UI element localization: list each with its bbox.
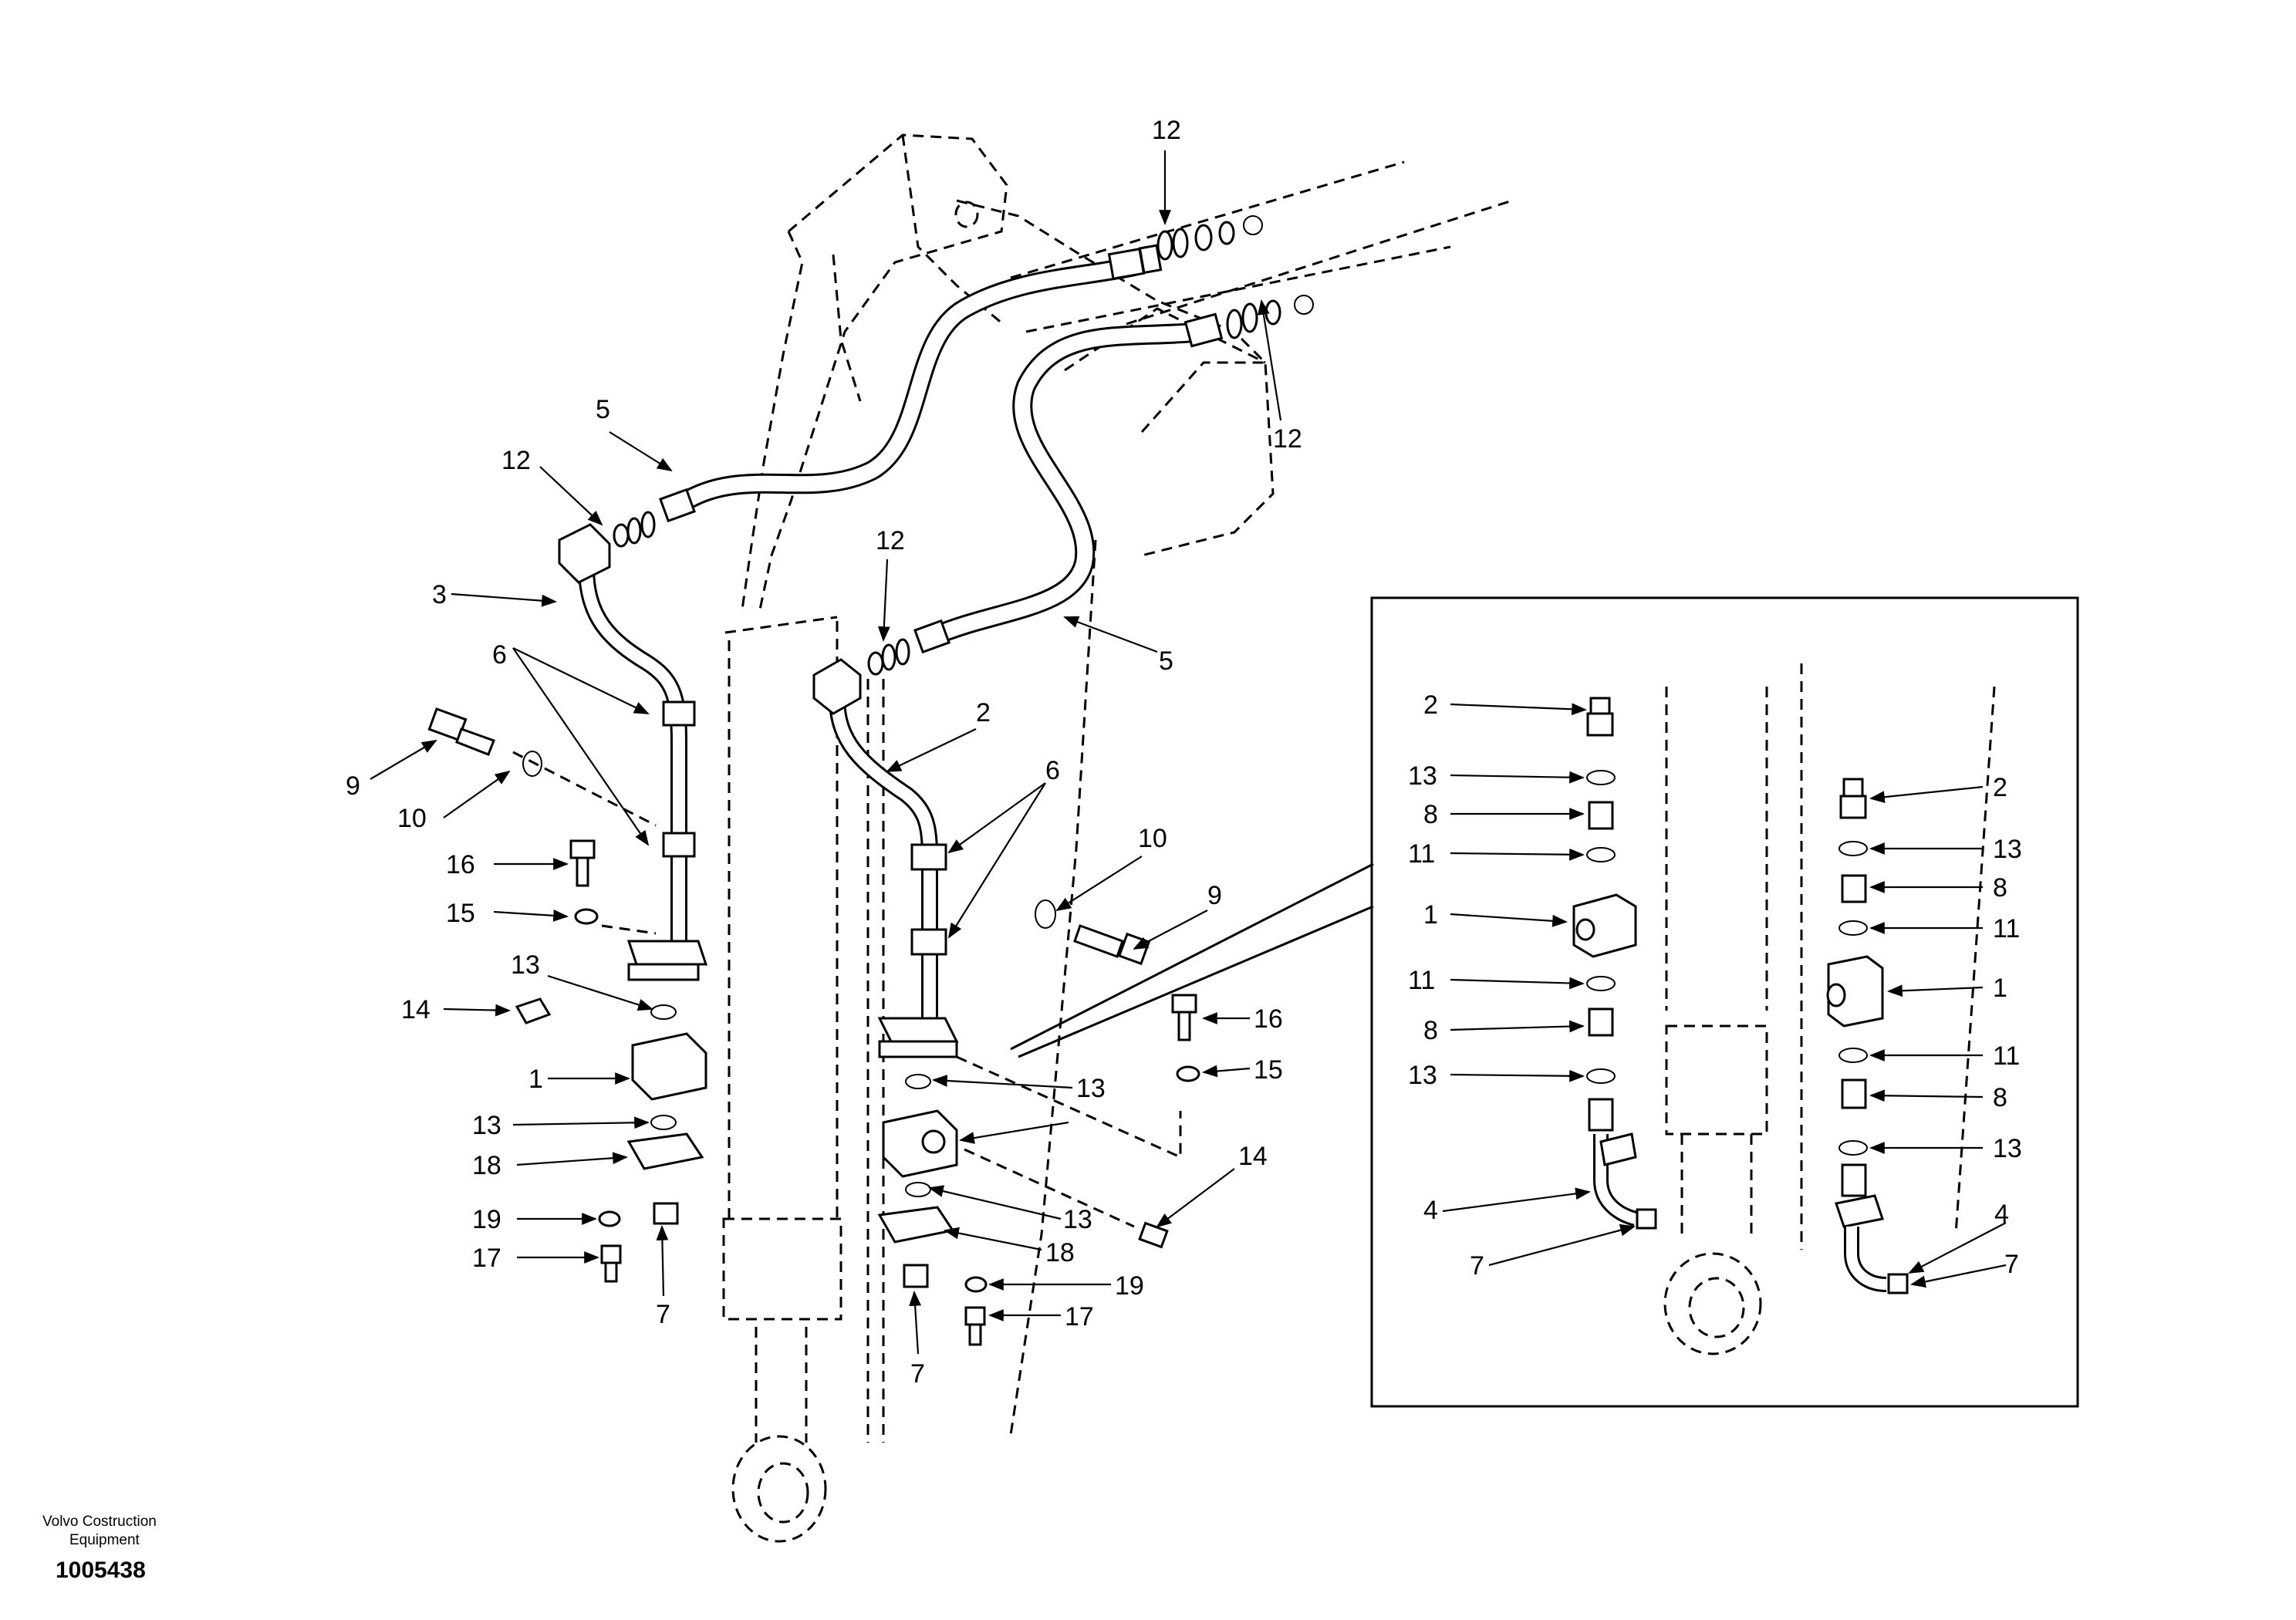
callout-14: 14 <box>401 995 430 1024</box>
inset-left-callout-8: 8 <box>1423 1016 1438 1045</box>
callout-9: 9 <box>1207 881 1222 910</box>
callout-12: 12 <box>1273 424 1302 454</box>
inset-right-callout-11: 11 <box>1993 914 2020 943</box>
inset-left-callout-13: 13 <box>1408 1061 1437 1090</box>
callout-13: 13 <box>472 1111 501 1140</box>
inset-right-callout-1: 1 <box>1993 974 2007 1003</box>
callout-2: 2 <box>976 698 991 727</box>
callout-18: 18 <box>1045 1238 1075 1267</box>
callout-10: 10 <box>1138 824 1167 853</box>
callout-12: 12 <box>1152 116 1181 145</box>
hose-upper <box>659 244 1163 523</box>
callout-17: 17 <box>1065 1302 1094 1331</box>
callout-5: 5 <box>596 395 610 424</box>
inset-left-callout-7: 7 <box>1470 1251 1484 1281</box>
hose-fittings <box>613 215 1314 676</box>
inset-right-callout-8: 8 <box>1993 1083 2007 1112</box>
inset-left-callout-8: 8 <box>1423 800 1438 829</box>
cylinder-outline <box>722 539 1097 1543</box>
callout-18: 18 <box>472 1151 501 1180</box>
callout-labels: 12 12 5 12 12 5 3 2 6 6 9 10 10 9 16 16 … <box>346 116 1302 1389</box>
inset-connector <box>1010 862 1374 1058</box>
center-parts <box>877 899 1200 1346</box>
callout-10: 10 <box>397 804 427 833</box>
callout-7: 7 <box>910 1359 925 1389</box>
inset-left-callout-1: 1 <box>1423 900 1438 930</box>
inset-right-callout-13: 13 <box>1993 1134 2022 1163</box>
inset-left-callout-11: 11 <box>1408 839 1435 869</box>
left-parts <box>427 707 707 1283</box>
callout-13: 13 <box>1076 1074 1106 1103</box>
callout-12: 12 <box>501 446 531 475</box>
inset-left-callout-13: 13 <box>1408 761 1437 791</box>
callout-17: 17 <box>472 1244 501 1273</box>
hose-lower <box>913 312 1224 654</box>
publisher-line1: Volvo Costruction <box>42 1514 157 1530</box>
callout-19: 19 <box>472 1205 501 1234</box>
boom-outline <box>741 133 1513 610</box>
callout-1: 1 <box>528 1065 543 1094</box>
callout-16: 16 <box>446 850 475 879</box>
callout-12: 12 <box>876 526 905 555</box>
callout-7: 7 <box>656 1300 670 1329</box>
inset-right-callout-2: 2 <box>1993 773 2007 802</box>
callout-15: 15 <box>446 899 475 928</box>
leader-lines <box>370 150 2007 1355</box>
pipe-3 <box>558 523 708 981</box>
callout-14: 14 <box>1238 1142 1268 1171</box>
inset-right-callout-8: 8 <box>1993 873 2007 903</box>
callout-6: 6 <box>492 640 507 670</box>
callout-15: 15 <box>1254 1055 1283 1085</box>
inset-right-callout-4: 4 <box>1994 1200 2009 1229</box>
inset-labels: 2 13 8 11 1 11 8 13 4 7 2 13 8 11 1 11 8… <box>1408 690 2022 1281</box>
callout-9: 9 <box>346 771 360 801</box>
inset-left-callout-11: 11 <box>1408 966 1435 995</box>
callout-3: 3 <box>432 580 447 609</box>
callout-13: 13 <box>511 950 540 980</box>
inset-right-callout-11: 11 <box>1993 1041 2020 1071</box>
detail-inset <box>1370 596 2079 1408</box>
pipe-2 <box>812 658 959 1058</box>
inset-right-callout-13: 13 <box>1993 835 2022 864</box>
publisher-block: Volvo Costruction Equipment 1005438 <box>42 1514 157 1583</box>
inset-right-callout-7: 7 <box>2004 1250 2019 1279</box>
inset-left-callout-2: 2 <box>1423 690 1438 720</box>
callout-6: 6 <box>1045 756 1060 785</box>
publisher-line2: Equipment <box>69 1532 140 1548</box>
callout-13: 13 <box>1063 1205 1092 1234</box>
callout-16: 16 <box>1254 1004 1283 1034</box>
callout-19: 19 <box>1115 1271 1144 1301</box>
illustration-number: 1005438 <box>56 1558 146 1583</box>
callout-5: 5 <box>1159 646 1173 676</box>
inset-left-callout-4: 4 <box>1423 1196 1438 1225</box>
